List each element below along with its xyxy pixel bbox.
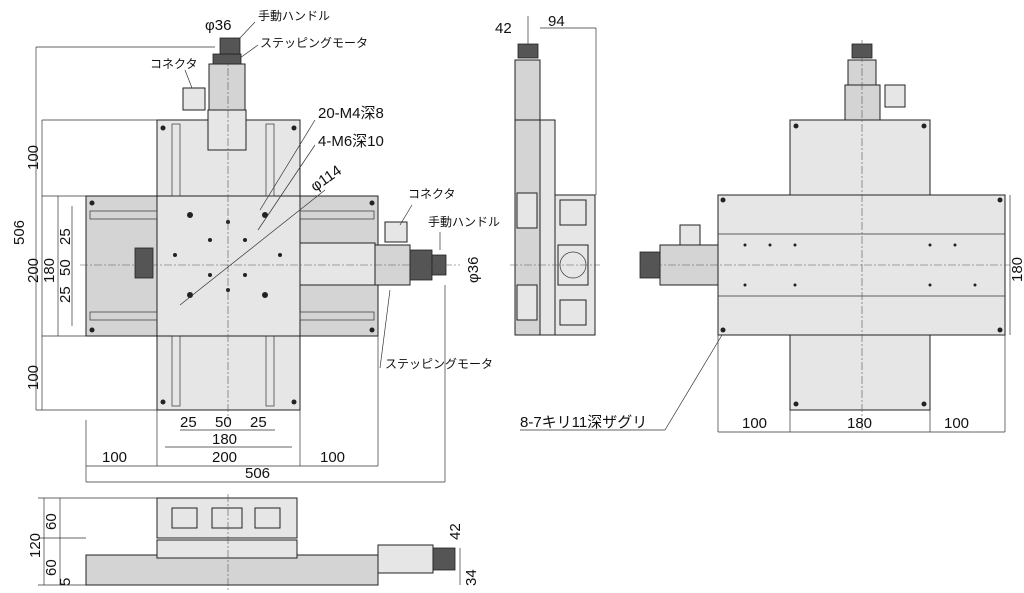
dim-25-vertical-b: 25 [57,286,74,303]
connector-top [182,87,206,111]
dim-bottom-60-b: 60 [43,559,60,576]
dim-right-180-vertical: 180 [1009,257,1024,282]
lead-screw-block [207,109,247,151]
dim-25-horizontal-b: 25 [250,414,267,431]
dim-200-vertical: 200 [25,258,42,283]
dim-180-vertical: 180 [41,258,58,283]
label-motor-bottom: ステッピングモータ [385,357,493,371]
label-m4-holes: 20-M4深8 [318,105,384,122]
dim-25-vertical-a: 25 [57,228,74,245]
dim-bottom-5: 5 [57,578,74,586]
dim-100-bottom-vertical: 100 [25,365,42,390]
dim-100-horizontal-right: 100 [320,449,345,466]
side-view [510,16,600,336]
right-view [520,40,1011,433]
dim-bottom-60-a: 60 [43,513,60,530]
dim-bottom-120: 120 [27,533,44,558]
dim-right-100-a: 100 [742,415,767,432]
dim-bottom-42: 42 [447,523,464,540]
right-lower-plate [789,334,931,411]
annotation-labels: φ36 手動ハンドル ステッピングモータ コネクタ 20-M4深8 4-M6深1… [150,9,647,431]
right-upper-plate [789,119,931,196]
connector-right [384,221,408,243]
stepping-motor-top [208,63,246,111]
dim-506-vertical: 506 [11,220,28,245]
dim-180-horizontal: 180 [212,431,237,448]
dim-25-horizontal-a: 25 [180,414,197,431]
label-counterbore: 8-7キリ11深ザグリ [520,414,647,431]
front-view [38,494,461,590]
dim-50-vertical: 50 [57,259,74,276]
label-handle-top: 手動ハンドル [258,9,330,23]
right-holes [720,123,1003,407]
label-connector-right: コネクタ [408,187,456,201]
label-m6-holes: 4-M6深10 [318,133,384,150]
dim-side-42: 42 [495,20,512,37]
dim-100-top: 100 [25,145,42,170]
top-table [156,195,301,337]
label-phi36-top: φ36 [205,17,231,34]
label-motor-top: ステッピングモータ [260,36,368,50]
dim-200-horizontal: 200 [212,449,237,466]
label-handle-right: 手動ハンドル [428,215,500,229]
dim-right-100-b: 100 [944,415,969,432]
dim-bottom-34: 34 [463,569,480,586]
handle-knob-top [219,37,241,55]
top-view [35,21,460,483]
dim-50-horizontal: 50 [215,414,232,431]
dim-right-180-horizontal: 180 [847,415,872,432]
label-phi114: φ114 [308,162,345,195]
dim-100-horizontal-left: 100 [102,449,127,466]
mounting-holes [89,125,375,405]
front-base [85,554,379,586]
dim-side-94: 94 [548,13,565,30]
label-connector-top: コネクタ [150,57,198,71]
dimension-text: 506 100 200 180 25 50 25 100 25 50 25 18… [11,13,1024,586]
label-phi36-right: φ36 [465,257,482,283]
dim-506-horizontal: 506 [245,465,270,482]
